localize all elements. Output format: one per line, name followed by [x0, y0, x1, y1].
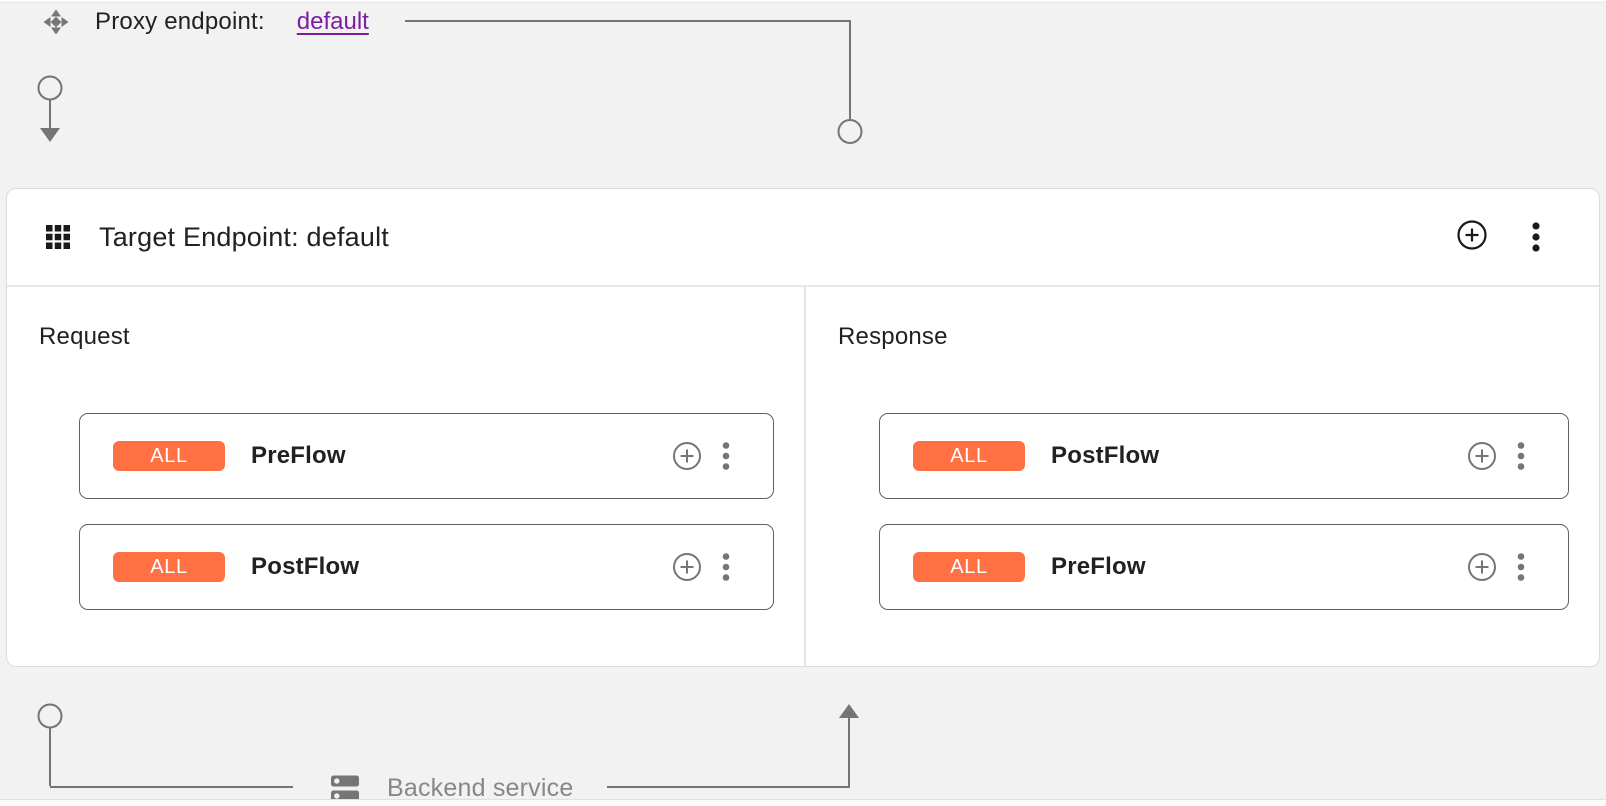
kebab-menu-icon [1517, 442, 1525, 470]
connector-outbound-circle [37, 703, 63, 729]
request-preflow-card[interactable]: ALL PreFlow [79, 413, 774, 499]
add-policy-button[interactable] [1467, 441, 1497, 471]
connector-inbound-circle [37, 75, 63, 101]
add-policy-button[interactable] [672, 441, 702, 471]
response-panel-label: Response [838, 323, 948, 350]
circled-plus-icon [673, 442, 701, 470]
proxy-endpoint-label: Proxy endpoint: [95, 8, 265, 35]
proxy-endpoint-link[interactable]: default [296, 8, 369, 35]
request-response-divider [804, 287, 806, 666]
flow-name: PreFlow [251, 442, 346, 469]
add-policy-button[interactable] [1467, 552, 1497, 582]
request-postflow-card[interactable]: ALL PostFlow [79, 524, 774, 610]
connector-return-line [607, 718, 850, 788]
flow-name: PostFlow [1051, 442, 1160, 469]
response-preflow-card[interactable]: ALL PreFlow [879, 524, 1569, 610]
flow-more-options-button[interactable] [1516, 552, 1526, 582]
kebab-menu-icon [1517, 553, 1525, 581]
proxy-endpoint-row: Proxy endpoint: default [42, 8, 369, 36]
target-endpoint-title: Target Endpoint: default [99, 221, 390, 252]
circled-plus-icon [1457, 220, 1487, 250]
condition-badge: ALL [113, 441, 225, 471]
add-policy-button[interactable] [672, 552, 702, 582]
proxy-endpoint-diamond-icon [43, 9, 69, 35]
arrow-up-return [839, 704, 859, 718]
flow-more-options-button[interactable] [721, 441, 731, 471]
kebab-menu-icon [722, 553, 730, 581]
target-endpoint-card: Target Endpoint: default Request Respons… [6, 188, 1600, 667]
response-postflow-card[interactable]: ALL PostFlow [879, 413, 1569, 499]
circled-plus-icon [673, 553, 701, 581]
connector-proxy-to-target-endpoint-circle [837, 119, 863, 144]
connector-proxy-to-target-line [405, 20, 851, 119]
dns-server-icon [331, 775, 359, 802]
canvas-top-edge [0, 0, 1606, 3]
kebab-menu-icon [722, 442, 730, 470]
request-panel-label: Request [39, 323, 130, 350]
condition-badge: ALL [913, 441, 1025, 471]
flow-more-options-button[interactable] [721, 552, 731, 582]
backend-service-label: Backend service [387, 774, 574, 802]
target-more-options-button[interactable] [1524, 222, 1548, 252]
target-add-button[interactable] [1456, 219, 1488, 251]
header-divider [7, 285, 1599, 287]
flow-more-options-button[interactable] [1516, 441, 1526, 471]
apps-grid-icon [46, 225, 70, 249]
target-endpoint-header: Target Endpoint: default [7, 189, 1599, 285]
canvas-bottom-scroll-strip[interactable] [0, 799, 1606, 806]
circled-plus-icon [1468, 553, 1496, 581]
condition-badge: ALL [113, 552, 225, 582]
connector-outbound-line [49, 728, 293, 788]
kebab-menu-icon [1532, 222, 1540, 252]
flow-name: PostFlow [251, 553, 360, 580]
circled-plus-icon [1468, 442, 1496, 470]
arrow-down-inbound [40, 128, 60, 142]
condition-badge: ALL [913, 552, 1025, 582]
backend-service-row: Backend service [330, 774, 573, 803]
flow-name: PreFlow [1051, 553, 1146, 580]
